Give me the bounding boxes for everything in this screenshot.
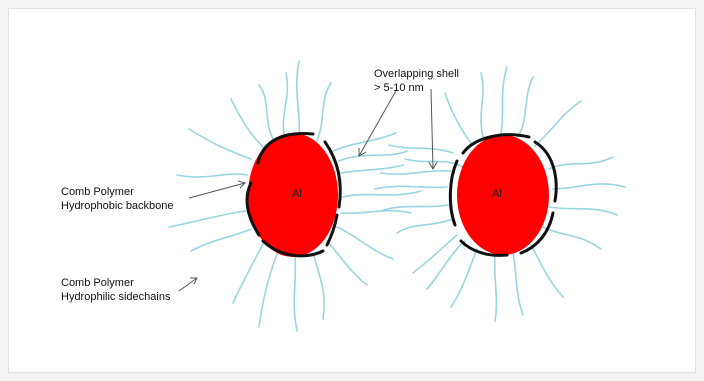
backbone-arrow bbox=[189, 183, 245, 198]
sidechain-line bbox=[189, 129, 251, 159]
particle-left-label: Al bbox=[292, 188, 302, 200]
sidechain-arrow bbox=[179, 278, 197, 291]
sidechain-line bbox=[259, 85, 273, 139]
sidechain-line bbox=[553, 184, 625, 189]
sidechain-line bbox=[535, 101, 581, 146]
backbone-label: Comb Polymer Hydrophobic backbone bbox=[61, 185, 174, 213]
sidechain-line bbox=[549, 157, 613, 169]
sidechain-line bbox=[259, 254, 277, 327]
sidechain-line bbox=[427, 241, 465, 289]
sidechain-line bbox=[481, 73, 483, 137]
sidechain-line bbox=[297, 61, 300, 135]
sidechain-line bbox=[339, 151, 407, 161]
overlap-arrow-2 bbox=[431, 89, 433, 169]
sidechain-line bbox=[518, 77, 533, 137]
sidechain-line bbox=[337, 227, 393, 259]
sidechain-line bbox=[341, 211, 411, 214]
sidechain-line bbox=[233, 244, 263, 303]
sidechain-line bbox=[177, 174, 247, 177]
sidechain-line bbox=[231, 99, 263, 147]
sidechain-line bbox=[283, 73, 287, 134]
sidechain-line bbox=[445, 93, 471, 143]
sidechain-line bbox=[501, 67, 507, 133]
backbone-label-line1: Comb Polymer bbox=[61, 185, 174, 199]
sidechain-line bbox=[549, 207, 617, 215]
sidechain-line bbox=[333, 133, 396, 151]
sidechain-line bbox=[397, 219, 453, 233]
sidechain-line bbox=[343, 191, 421, 197]
sidechain-line bbox=[191, 229, 251, 251]
slide-canvas: Al Al Overlapping shell > 5-10 nm Comb P… bbox=[8, 8, 696, 373]
sidechain-line bbox=[327, 241, 367, 285]
sidechain-label: Comb Polymer Hydrophilic sidechains bbox=[61, 276, 170, 304]
overlapping-shell-line2: > 5-10 nm bbox=[374, 81, 459, 95]
sidechain-line bbox=[543, 227, 601, 249]
particle-core-right bbox=[457, 135, 549, 255]
sidechain-line bbox=[294, 257, 297, 331]
sidechain-label-line1: Comb Polymer bbox=[61, 276, 170, 290]
sidechain-line bbox=[169, 211, 246, 227]
sidechain-line bbox=[495, 254, 497, 321]
sidechain-label-line2: Hydrophilic sidechains bbox=[61, 290, 170, 304]
sidechain-line bbox=[389, 145, 453, 153]
sidechain-line bbox=[513, 253, 523, 315]
overlapping-shell-label: Overlapping shell > 5-10 nm bbox=[374, 67, 459, 95]
sidechain-line bbox=[381, 171, 451, 174]
sidechain-line bbox=[451, 249, 477, 307]
particle-right-label: Al bbox=[492, 188, 502, 200]
sidechain-line bbox=[413, 235, 457, 273]
sidechain-line bbox=[341, 165, 403, 173]
sidechain-line bbox=[375, 186, 447, 189]
sidechain-line bbox=[313, 253, 324, 319]
backbone-label-line2: Hydrophobic backbone bbox=[61, 199, 174, 213]
overlapping-shell-line1: Overlapping shell bbox=[374, 67, 459, 81]
sidechain-line bbox=[317, 83, 331, 141]
sidechain-line bbox=[531, 245, 563, 297]
